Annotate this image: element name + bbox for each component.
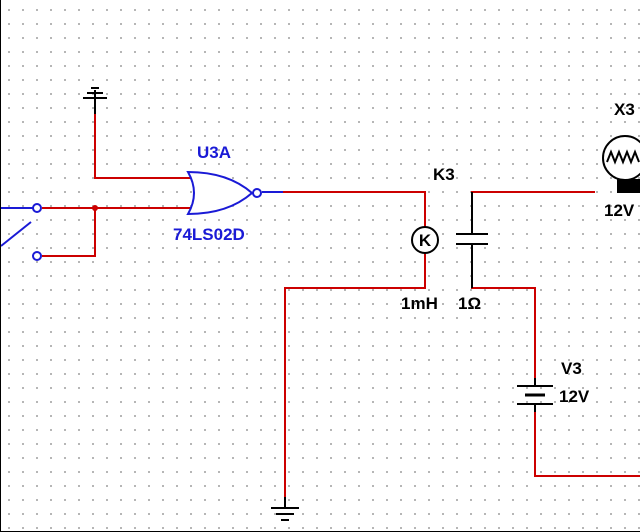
wire-ground-to-gate-input[interactable] — [94, 113, 192, 179]
relay-coil-icon[interactable]: K — [411, 226, 439, 254]
relay-res-label: 1Ω — [458, 294, 481, 313]
relay-contact-icon[interactable] — [456, 192, 488, 288]
svg-text:K: K — [419, 231, 432, 250]
wires-red — [42, 113, 640, 498]
relay-ref-label: K3 — [433, 165, 455, 184]
battery-value-label: 12V — [559, 387, 590, 406]
lamp-value-label: 12V — [604, 201, 635, 220]
ground-icon — [83, 87, 107, 114]
gate-ref-label: U3A — [197, 143, 231, 162]
battery-ref-label: V3 — [561, 359, 582, 378]
gate-part-label: 74LS02D — [173, 225, 245, 244]
ground-icon — [271, 497, 299, 521]
wire-relay-to-ground[interactable] — [284, 253, 426, 498]
wires-blue — [1, 191, 283, 209]
wire-junction-down[interactable] — [42, 207, 96, 257]
lamp-icon[interactable] — [602, 135, 640, 193]
wire-gate-out-to-relay[interactable] — [282, 191, 426, 228]
wire-contact-to-battery[interactable] — [471, 287, 536, 379]
lamp-ref-label: X3 — [614, 100, 635, 119]
relay-coil-label: 1mH — [401, 294, 438, 313]
junction-dot — [92, 205, 98, 211]
wire-battery-to-lamp-return[interactable] — [534, 411, 640, 477]
battery-icon[interactable] — [517, 378, 553, 412]
spdt-switch-icon[interactable] — [1, 203, 42, 261]
nor-gate-icon[interactable] — [186, 170, 262, 216]
